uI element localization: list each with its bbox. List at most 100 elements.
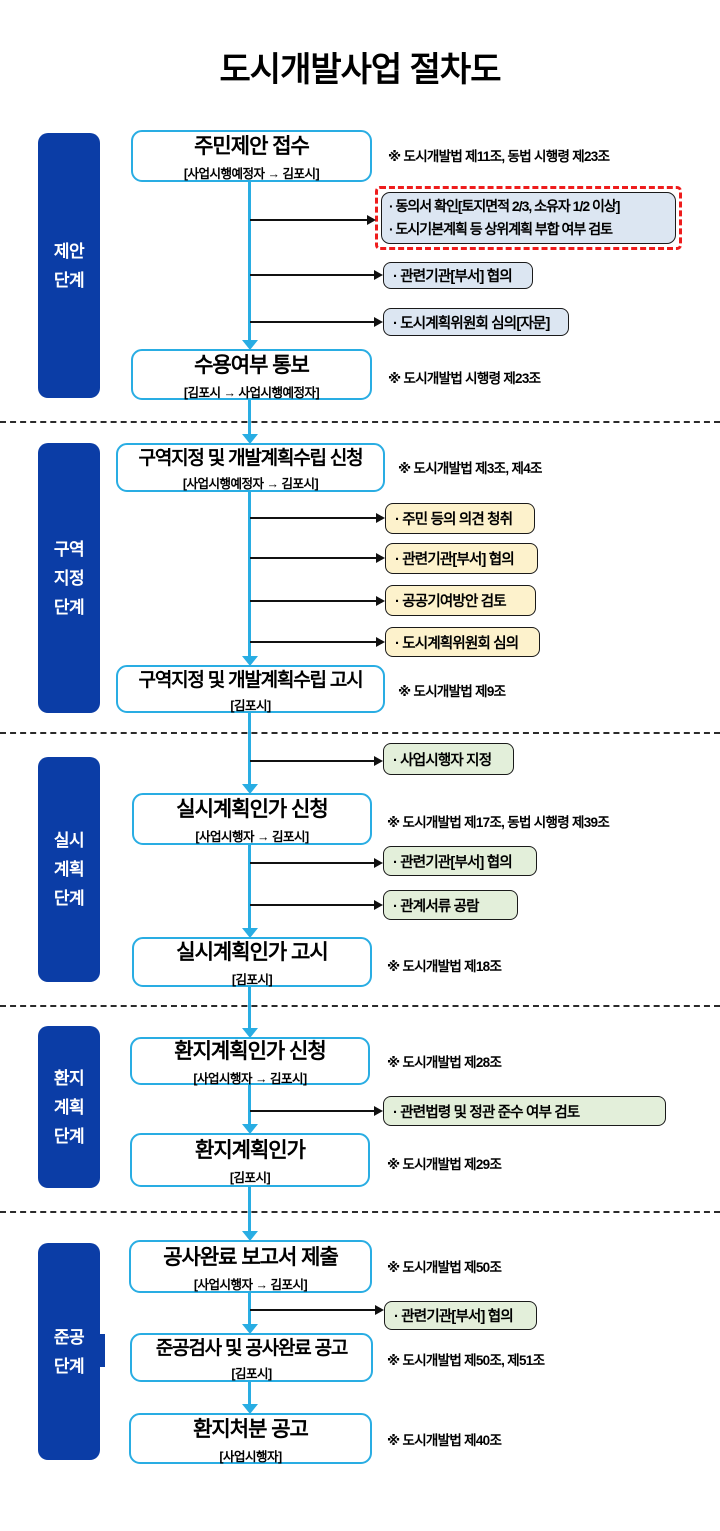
note-law-compliance-check: · 관련법령 및 정관 준수 여부 검토 [383, 1096, 666, 1126]
law-reference: ※ 도시개발법 제28조 [387, 1055, 502, 1070]
flow-line-down [248, 400, 251, 434]
stage-tab-notch [100, 1334, 105, 1367]
note-document-inspection: · 관계서류 공람 [383, 890, 518, 920]
flow-line-down [248, 492, 251, 656]
flow-box-district-designation-application: 구역지정 및 개발계획수립 신청 [사업시행예정자 → 김포시] [116, 443, 385, 492]
stage-label-line: 계획 [53, 860, 85, 879]
note-committee-advice: · 도시계획위원회 심의[자문] [383, 308, 569, 336]
flow-box-title: 실시계획인가 고시 [176, 941, 328, 964]
branch-arrowhead [374, 900, 383, 910]
stage-label-line: 환지 [53, 1068, 85, 1088]
stage-label-line: 실시 [53, 831, 85, 850]
branch-line [250, 517, 376, 519]
note-line: · 동의서 확인[토지면적 2/3, 소유자 1/2 이상] [389, 198, 620, 214]
flow-box-subtitle: [김포시 → 사업시행예정자] [183, 385, 320, 400]
flow-box-subtitle: [사업시행자 → 김포시] [195, 830, 309, 844]
flow-line-down [248, 987, 251, 1028]
section-divider [0, 421, 720, 423]
flow-box-district-designation-notice: 구역지정 및 개발계획수립 고시 [김포시] [116, 665, 385, 713]
note-agency-consult: · 관련기관[부서] 협의 [383, 846, 537, 876]
flow-box-replotting-plan-approval: 환지계획인가 [김포시] [130, 1133, 370, 1187]
section-divider [0, 1211, 720, 1213]
stage-completion: 준공 단계 [38, 1243, 100, 1460]
note-committee-review: · 도시계획위원회 심의 [385, 627, 540, 657]
flow-box-subtitle: [사업시행자 → 김포시] [193, 1072, 307, 1086]
stage-label-line: 단계 [53, 889, 85, 908]
note-consent-check: · 동의서 확인[토지면적 2/3, 소유자 1/2 이상] · 도시기본계획 … [381, 192, 676, 244]
flow-box-title: 준공검사 및 공사완료 공고 [155, 1338, 349, 1359]
note-opinion-hearing: · 주민 등의 의견 청취 [385, 503, 535, 534]
flow-box-title: 주민제안 접수 [194, 135, 310, 158]
law-reference: ※ 도시개발법 제50조 [387, 1260, 502, 1275]
flow-box-replotting-disposal-notice: 환지처분 공고 [사업시행자] [129, 1413, 372, 1464]
branch-line [250, 600, 376, 602]
flow-arrowhead-down [242, 1028, 258, 1038]
law-reference: ※ 도시개발법 제3조, 제4조 [398, 461, 542, 476]
branch-arrowhead [374, 317, 383, 327]
note-agency-consult: · 관련기관[부서] 협의 [383, 262, 533, 289]
flow-box-title: 구역지정 및 개발계획수립 신청 [138, 448, 364, 469]
alert-dashed-frame [375, 186, 682, 250]
flow-box-resident-proposal: 주민제안 접수 [사업시행예정자 → 김포시] [131, 130, 372, 182]
note-public-contribution: · 공공기여방안 검토 [385, 585, 536, 616]
flow-box-title: 수용여부 통보 [194, 353, 310, 377]
branch-arrowhead [374, 1106, 383, 1116]
stage-label-line: 단계 [53, 1356, 85, 1376]
branch-line [250, 321, 374, 323]
stage-replotting: 환지 계획 단계 [38, 1026, 100, 1188]
stage-label-line: 지정 [53, 568, 85, 588]
flow-arrowhead-down [242, 1124, 258, 1134]
flow-line-down [248, 1085, 251, 1124]
flow-line-down [248, 1293, 251, 1324]
stage-label-line: 계획 [53, 1097, 85, 1117]
branch-arrowhead [376, 637, 385, 647]
law-reference: ※ 도시개발법 제17조, 동법 시행령 제39조 [387, 815, 610, 830]
branch-arrowhead [376, 553, 385, 563]
stage-district: 구역 지정 단계 [38, 443, 100, 713]
note-line: · 도시기본계획 등 상위계획 부합 여부 검토 [389, 221, 613, 237]
flow-box-completion-report-submission: 공사완료 보고서 제출 [사업시행자 → 김포시] [129, 1240, 372, 1293]
law-reference: ※ 도시개발법 시행령 제23조 [388, 371, 541, 386]
flow-line-down [248, 1187, 251, 1231]
section-divider [0, 732, 720, 734]
flow-box-subtitle: [사업시행자] [219, 1449, 282, 1464]
note-agency-consult: · 관련기관[부서] 협의 [385, 543, 538, 574]
flow-box-subtitle: [사업시행자 → 김포시] [193, 1277, 308, 1292]
branch-line [250, 1309, 375, 1311]
branch-line [250, 862, 374, 864]
flow-box-replotting-plan-application: 환지계획인가 신청 [사업시행자 → 김포시] [130, 1037, 370, 1086]
flow-box-title: 환지처분 공고 [193, 1417, 309, 1441]
flow-line-down [248, 845, 251, 928]
flow-line-down [248, 182, 251, 340]
stage-label-line: 단계 [53, 1126, 85, 1146]
stage-label-line: 준공 [53, 1327, 85, 1347]
law-reference: ※ 도시개발법 제40조 [387, 1433, 502, 1448]
flow-box-implementation-plan-notice: 실시계획인가 고시 [김포시] [132, 937, 372, 987]
law-reference: ※ 도시개발법 제50조, 제51조 [387, 1353, 545, 1368]
branch-arrowhead [375, 1305, 384, 1315]
branch-line [250, 274, 374, 276]
note-agency-consult: · 관련기관[부서] 협의 [384, 1301, 537, 1330]
branch-line [250, 219, 367, 221]
flow-box-completion-inspection-notice: 준공검사 및 공사완료 공고 [김포시] [130, 1333, 373, 1382]
branch-arrowhead [374, 858, 383, 868]
page-title: 도시개발사업 절차도 [219, 51, 502, 89]
note-developer-designation: · 사업시행자 지정 [383, 743, 514, 775]
flow-box-title: 구역지정 및 개발계획수립 고시 [138, 669, 364, 691]
flow-box-title: 환지계획인가 [195, 1139, 306, 1162]
flow-box-title: 공사완료 보고서 제출 [163, 1245, 339, 1269]
stage-implementation: 실시 계획 단계 [38, 757, 100, 982]
law-reference: ※ 도시개발법 제29조 [387, 1157, 502, 1172]
branch-line [250, 557, 376, 559]
stage-label-line: 단계 [53, 270, 85, 290]
law-reference: ※ 도시개발법 제9조 [398, 684, 506, 699]
branch-arrowhead [374, 270, 383, 280]
law-reference: ※ 도시개발법 제11조, 동법 시행령 제23조 [388, 149, 610, 164]
flow-line-down [248, 1382, 251, 1404]
branch-arrowhead [376, 513, 385, 523]
flow-box-implementation-plan-application: 실시계획인가 신청 [사업시행자 → 김포시] [132, 793, 372, 845]
flow-box-title: 실시계획인가 신청 [176, 798, 328, 821]
flow-arrowhead-down [242, 340, 258, 350]
flow-box-subtitle: [김포시] [229, 1171, 271, 1185]
